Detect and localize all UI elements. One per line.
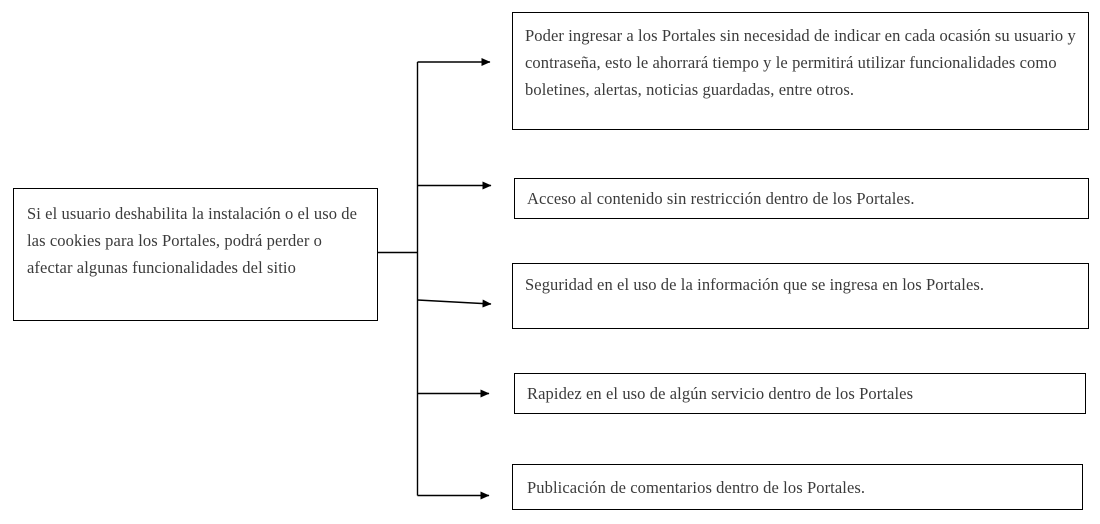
source-node-text: Si el usuario deshabilita la instalación…	[27, 204, 358, 277]
outcome-node-3: Seguridad en el uso de la información qu…	[512, 263, 1089, 329]
outcome-node-4: Rapidez en el uso de algún servicio dent…	[514, 373, 1086, 414]
outcome-node-1: Poder ingresar a los Portales sin necesi…	[512, 12, 1089, 130]
outcome-node-4-text: Rapidez en el uso de algún servicio dent…	[527, 384, 914, 403]
outcome-node-3-text: Seguridad en el uso de la información qu…	[525, 275, 985, 294]
source-node: Si el usuario deshabilita la instalación…	[13, 188, 378, 321]
outcome-node-1-text: Poder ingresar a los Portales sin necesi…	[525, 26, 1076, 99]
outcome-node-2: Acceso al contenido sin restricción dent…	[514, 178, 1089, 219]
outcome-node-5: Publicación de comentarios dentro de los…	[512, 464, 1083, 510]
outcome-node-2-text: Acceso al contenido sin restricción dent…	[527, 189, 915, 208]
connector-arrow-3	[417, 299, 492, 308]
outcome-node-5-text: Publicación de comentarios dentro de los…	[527, 478, 866, 497]
